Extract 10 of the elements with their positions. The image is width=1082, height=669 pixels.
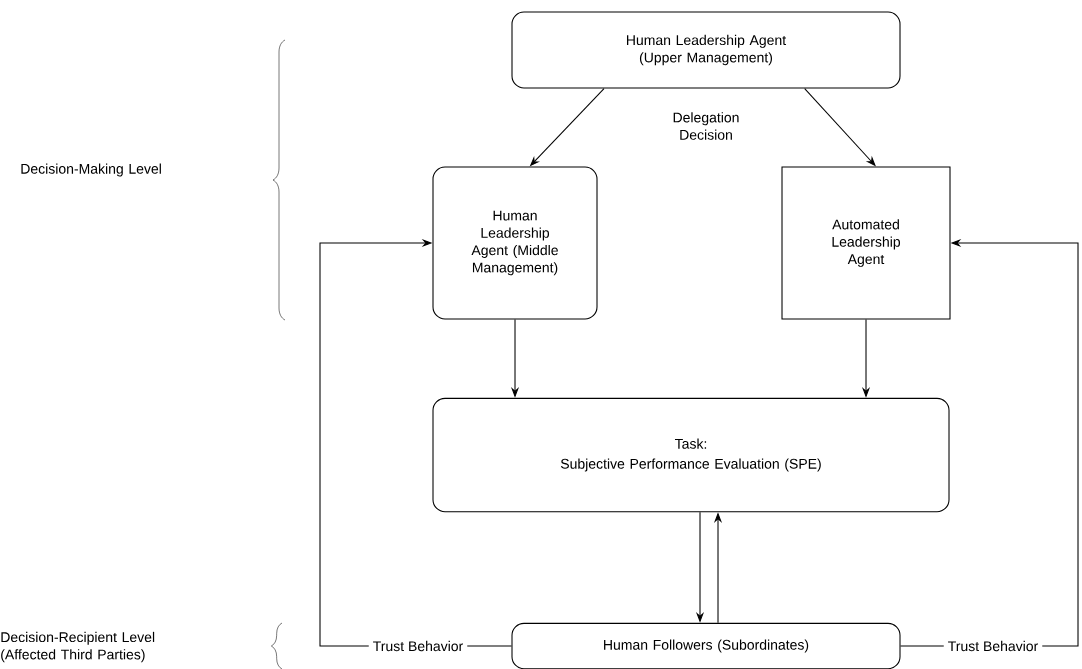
edge-label: Trust Behavior bbox=[368, 636, 468, 656]
annotation: Delegation Decision bbox=[673, 112, 739, 140]
level-label: Decision-Making Level bbox=[21, 163, 161, 177]
level-label: Decision-Recipient Level (Affected Third Parties) bbox=[1, 631, 155, 663]
process-box: Automated Leadership Agent bbox=[781, 166, 951, 320]
edge-label: Trust Behavior bbox=[943, 636, 1043, 656]
task-box: Task: Subjective Performance Evaluation (SPE) bbox=[432, 397, 950, 513]
rounded-box: Human Leadership Agent (Upper Management) bbox=[511, 11, 901, 89]
rounded-box: Human Leadership Agent (Middle Management) bbox=[432, 166, 598, 320]
rounded-box: Human Followers (Subordinates) bbox=[511, 622, 901, 669]
